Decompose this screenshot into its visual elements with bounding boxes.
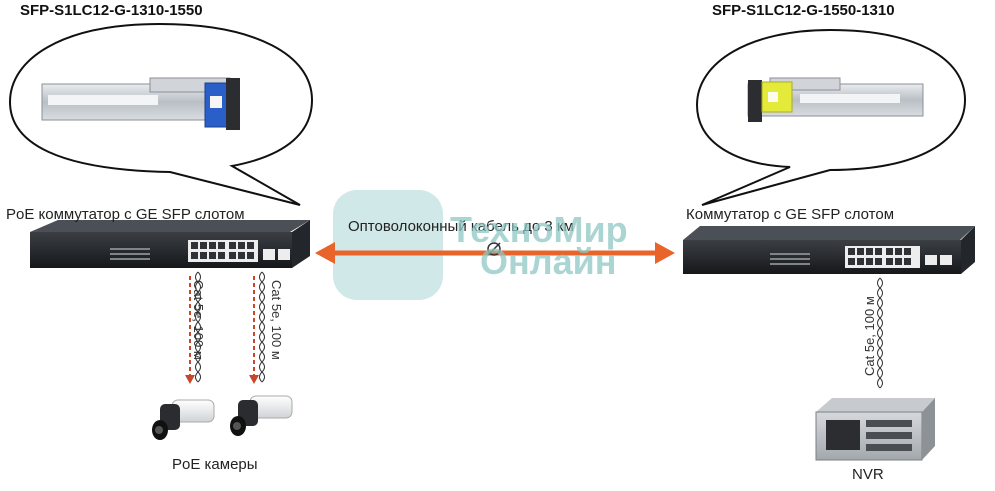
camera-2 bbox=[230, 395, 293, 436]
left-cable-2-label: Cat 5e, 100 м bbox=[269, 280, 284, 360]
left-sfp-module bbox=[41, 77, 240, 130]
right-sfp-module bbox=[747, 77, 924, 122]
fiber-link-label: Оптоволоконный кабель до 3 км bbox=[348, 218, 574, 235]
fiber-link-arrow bbox=[315, 242, 675, 264]
left-cable-1 bbox=[195, 271, 201, 383]
right-cable bbox=[877, 277, 883, 389]
right-switch-label: Коммутатор с GE SFP слотом bbox=[686, 206, 895, 223]
nvr-label: NVR bbox=[852, 466, 884, 483]
left-cable-2 bbox=[259, 271, 265, 383]
watermark-badge bbox=[333, 190, 443, 300]
right-sfp-model-title: SFP-S1LC12-G-1550-1310 bbox=[712, 2, 895, 19]
left-cable-1-label: Cat 5e, 100 м bbox=[191, 280, 206, 360]
watermark-line-2: Онлайн bbox=[480, 241, 617, 282]
right-switch bbox=[683, 226, 975, 274]
watermark-line-1: ТехноМир bbox=[450, 209, 628, 250]
cameras-label: PoE камеры bbox=[172, 456, 258, 473]
right-speech-bubble bbox=[695, 28, 967, 206]
right-cable-label: Cat 5e, 100 м bbox=[862, 296, 877, 376]
left-switch-label: PoE коммутатор с GE SFP слотом bbox=[6, 206, 245, 223]
nvr-device bbox=[815, 398, 935, 461]
left-sfp-model-title: SFP-S1LC12-G-1310-1550 bbox=[20, 2, 203, 19]
left-poe-switch bbox=[30, 220, 310, 268]
camera-1 bbox=[152, 399, 215, 440]
